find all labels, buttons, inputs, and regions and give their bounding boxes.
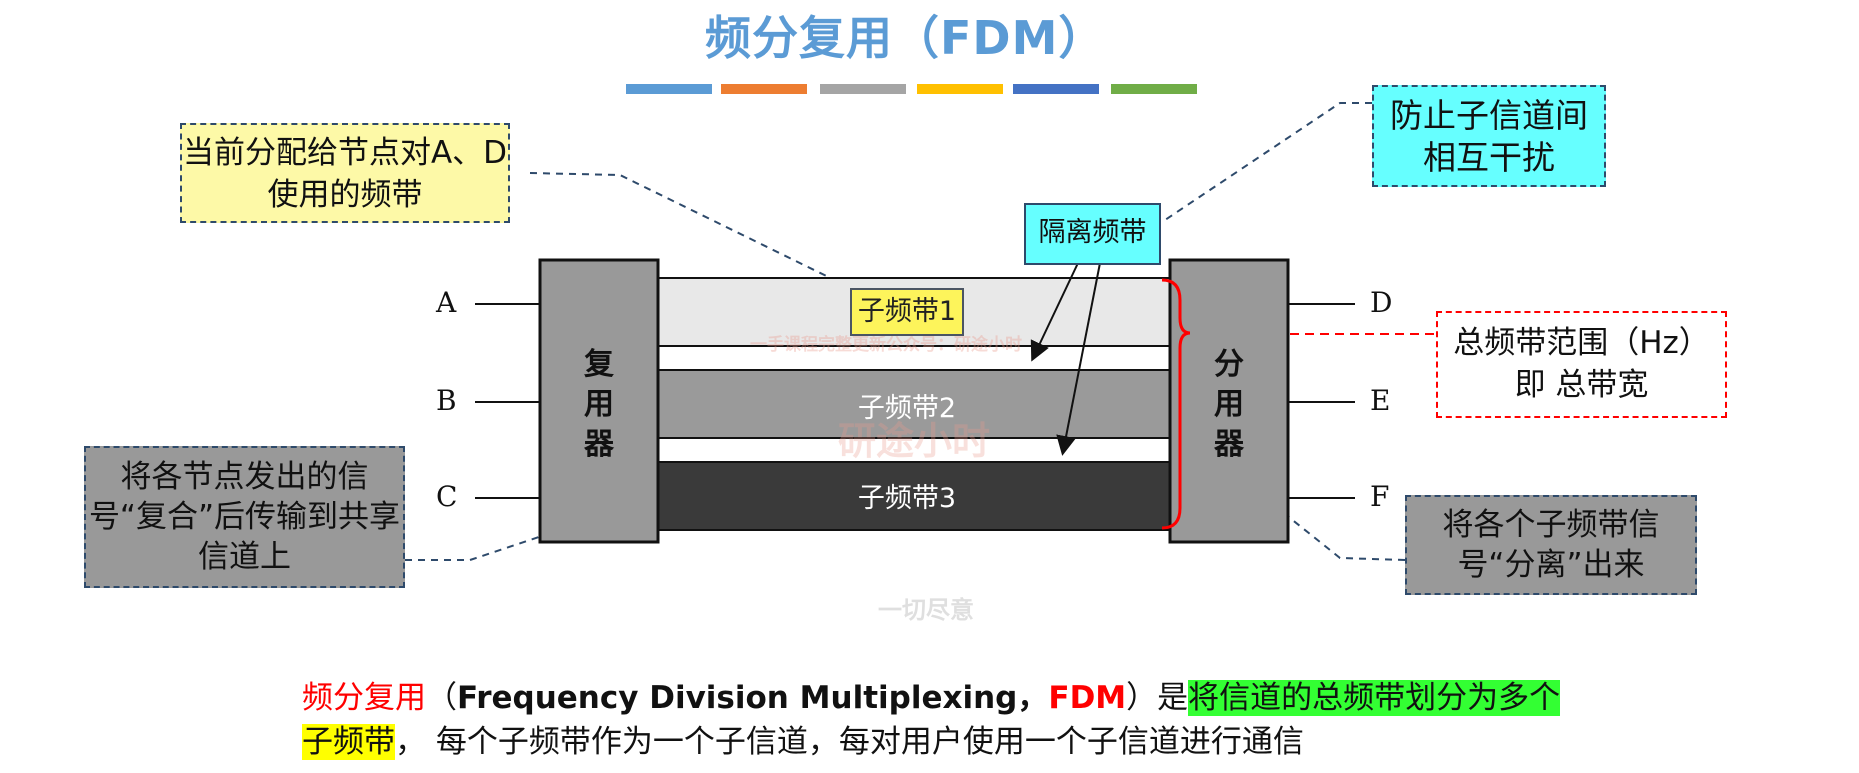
note-combine: 将各节点发出的信号“复合”后传输到共享信道上 (84, 446, 405, 588)
sub-band-2-label: 子频带2 (857, 393, 957, 424)
definition-paren-open: （ (426, 680, 457, 716)
node-label-b: B (436, 384, 457, 417)
watermark-line-1: 一手课程完整更新公众号：研途小时 (750, 335, 1022, 355)
multiplexer-label: 复用器 (584, 347, 614, 462)
node-label-e: E (1370, 384, 1391, 417)
demultiplexer-box (1168, 258, 1290, 544)
sub-band-1-label: 子频带1 (850, 288, 964, 336)
watermark-line-2: 研途小时 (838, 419, 991, 463)
arrow-guard-band-2 (1056, 262, 1101, 456)
color-bar (721, 84, 807, 94)
node-label-d: D (1370, 286, 1393, 319)
isolation-band-tag: 隔离频带 (1024, 203, 1161, 265)
definition-english: Frequency Division Multiplexing， (457, 680, 1049, 716)
node-label-f: F (1370, 480, 1390, 513)
definition-paren-close: ）是 (1126, 680, 1189, 716)
arrow-guard-band-1 (1030, 262, 1079, 362)
page-title: 频分复用（FDM） (705, 11, 1106, 65)
definition-term: 频分复用 (302, 680, 426, 716)
definition-highlight-green: 将信道的总频带划分为多个 (1188, 680, 1561, 716)
note-assigned-band: 当前分配给节点对A、D使用的频带 (180, 123, 510, 223)
definition-line-1: 频分复用（Frequency Division Multiplexing，FDM… (302, 672, 1561, 717)
definition-line-2: 子频带， 每个子频带作为一个子信道，每对用户使用一个子信道进行通信 (302, 716, 1304, 761)
definition-highlight-yellow: 子频带 (302, 724, 395, 760)
demultiplexer-label: 分用器 (1214, 347, 1244, 462)
note-prevent-interference: 防止子信道间相互干扰 (1372, 85, 1606, 187)
connector-interference (1164, 102, 1372, 221)
color-bar (1111, 84, 1197, 94)
color-bar (626, 84, 712, 94)
watermark-line-3: 一切尽意 (878, 596, 974, 624)
node-label-a: A (436, 286, 457, 319)
connector-assigned-band (529, 172, 856, 291)
definition-rest: ， 每个子频带作为一个子信道，每对用户使用一个子信道进行通信 (395, 724, 1304, 760)
color-bar (1013, 84, 1099, 94)
node-label-c: C (436, 480, 458, 513)
color-bar (820, 84, 906, 94)
note-total-band: 总频带范围（Hz）即 总带宽 (1436, 311, 1727, 418)
total-band-bracket (1161, 278, 1191, 530)
multiplexer-box (538, 258, 660, 544)
color-bar (917, 84, 1003, 94)
note-separate: 将各个子频带信号“分离”出来 (1405, 495, 1697, 595)
definition-abbr: FDM (1048, 680, 1127, 716)
sub-band-3-label: 子频带3 (857, 483, 957, 514)
